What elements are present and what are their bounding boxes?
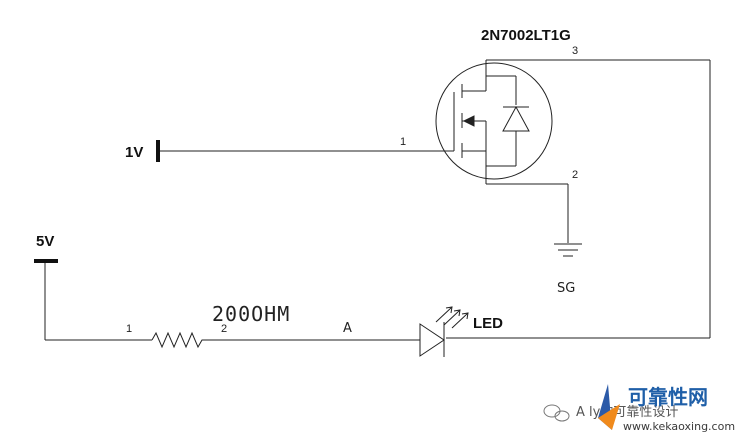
- part-number-label: 2N7002LT1G: [481, 27, 571, 44]
- resistor-symbol: [151, 331, 206, 349]
- led-label: LED: [473, 315, 503, 332]
- watermark: A ly的可靠性设计 可靠性网 www.kekaoxing.com: [543, 384, 735, 433]
- wires: [44, 59, 711, 341]
- site-url: www.kekaoxing.com: [623, 420, 735, 433]
- node-a-label: A: [343, 321, 352, 336]
- resistor-value-label: 200OHM: [212, 302, 290, 326]
- supply-voltage-label: 5V: [36, 233, 54, 250]
- gate-pin-label: 1: [400, 136, 406, 148]
- drain-pin-label: 3: [572, 45, 578, 57]
- wechat-icon: [543, 404, 570, 422]
- mosfet-symbol: [435, 60, 553, 184]
- resistor-pin-right-label: 2: [221, 323, 227, 335]
- site-logo-icon: [598, 384, 620, 430]
- gate-voltage-label: 1V: [125, 144, 143, 161]
- ground-label: SG: [557, 281, 575, 296]
- resistor-pin-left-label: 1: [126, 323, 132, 335]
- source-pin-label: 2: [572, 169, 578, 181]
- site-name: 可靠性网: [628, 385, 708, 409]
- ground-symbol: [554, 243, 582, 257]
- led-symbol: [418, 306, 469, 357]
